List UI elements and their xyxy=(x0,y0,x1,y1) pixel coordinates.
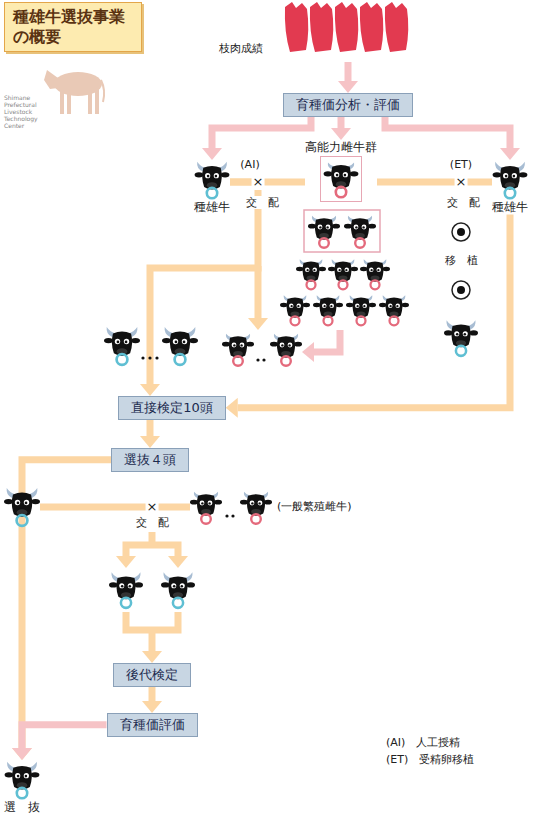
node-label: 選 抜 xyxy=(4,800,40,814)
process-box: 後代検定 xyxy=(113,663,191,687)
process-box: 育種価分析・評価 xyxy=(283,93,413,117)
diagram-label: (ET) 受精卵移植 xyxy=(385,753,475,766)
diagram-label: × xyxy=(455,174,468,190)
diagram-label: × xyxy=(146,499,159,515)
flow-connector xyxy=(377,179,492,186)
flow-arrow xyxy=(255,266,262,318)
diagram-label: 交 配 xyxy=(135,516,170,529)
young-bull-group xyxy=(104,327,198,365)
flow-connector xyxy=(212,117,311,148)
diagram-label: Shimane Prefectural Livestock Technology… xyxy=(3,95,47,129)
breeding-cow-group xyxy=(190,492,272,524)
icon-frame xyxy=(320,156,362,202)
flow-connector xyxy=(238,214,510,407)
cow-group xyxy=(280,216,409,325)
selected-bull xyxy=(4,488,40,526)
cow-icon xyxy=(323,159,359,199)
node-label: 選抜４頭 xyxy=(124,452,176,468)
bull-icon xyxy=(194,160,230,200)
process-box: 選抜４頭 xyxy=(111,448,189,472)
animal-node: 高能力雌牛群 xyxy=(305,140,377,202)
flow-connector xyxy=(22,725,107,748)
flow-connector xyxy=(338,117,345,128)
carcass-group: 枝肉成績 xyxy=(215,0,415,62)
flow-connector xyxy=(385,117,510,148)
diagram-label: 移 植 xyxy=(444,254,479,267)
node-label: 種雄牛 xyxy=(492,200,528,214)
diagram-label: 交 配 xyxy=(245,196,280,209)
diagram-title: 種雄牛選抜事業の概要 xyxy=(13,7,133,47)
et-calf xyxy=(444,320,478,356)
process-box: 育種価評価 xyxy=(107,713,198,737)
animal-node: 種雄牛 xyxy=(492,160,528,214)
flow-connector xyxy=(149,687,156,701)
flow-connector xyxy=(150,182,258,384)
selected-cows-frame xyxy=(304,210,380,252)
diagram-label: (一般繁殖雌牛) xyxy=(276,500,353,513)
diagram-label: × xyxy=(252,174,265,190)
node-label: 直接検定10頭 xyxy=(131,400,213,416)
animal-node: 種雄牛 xyxy=(194,160,230,214)
mating-line xyxy=(40,504,190,511)
node-label: 後代検定 xyxy=(126,667,178,683)
diagram-label: (AI) xyxy=(239,158,260,171)
bull-icon xyxy=(492,160,528,200)
young-cow-group xyxy=(222,334,302,366)
diagram-label: (AI) 人工授精 xyxy=(385,736,461,749)
animal-node: 選 抜 xyxy=(4,760,40,814)
progeny-bull-group xyxy=(109,572,195,608)
diagram-label: (ET) xyxy=(449,158,473,171)
flow-connector xyxy=(345,62,352,81)
diagram-label: 交 配 xyxy=(446,196,481,209)
node-label: 育種価分析・評価 xyxy=(296,97,400,113)
flow-arrow xyxy=(314,330,340,352)
title-box: 種雄牛選抜事業の概要 xyxy=(4,2,142,52)
node-label: 種雄牛 xyxy=(194,200,230,214)
node-label: 高能力雌牛群 xyxy=(305,140,377,154)
process-box: 直接検定10頭 xyxy=(118,396,226,420)
node-label: 育種価評価 xyxy=(120,717,185,733)
node-label: 枝肉成績 xyxy=(219,42,263,55)
flow-connector xyxy=(147,420,154,436)
bull-icon xyxy=(4,760,40,800)
cow-illustration xyxy=(44,70,104,114)
